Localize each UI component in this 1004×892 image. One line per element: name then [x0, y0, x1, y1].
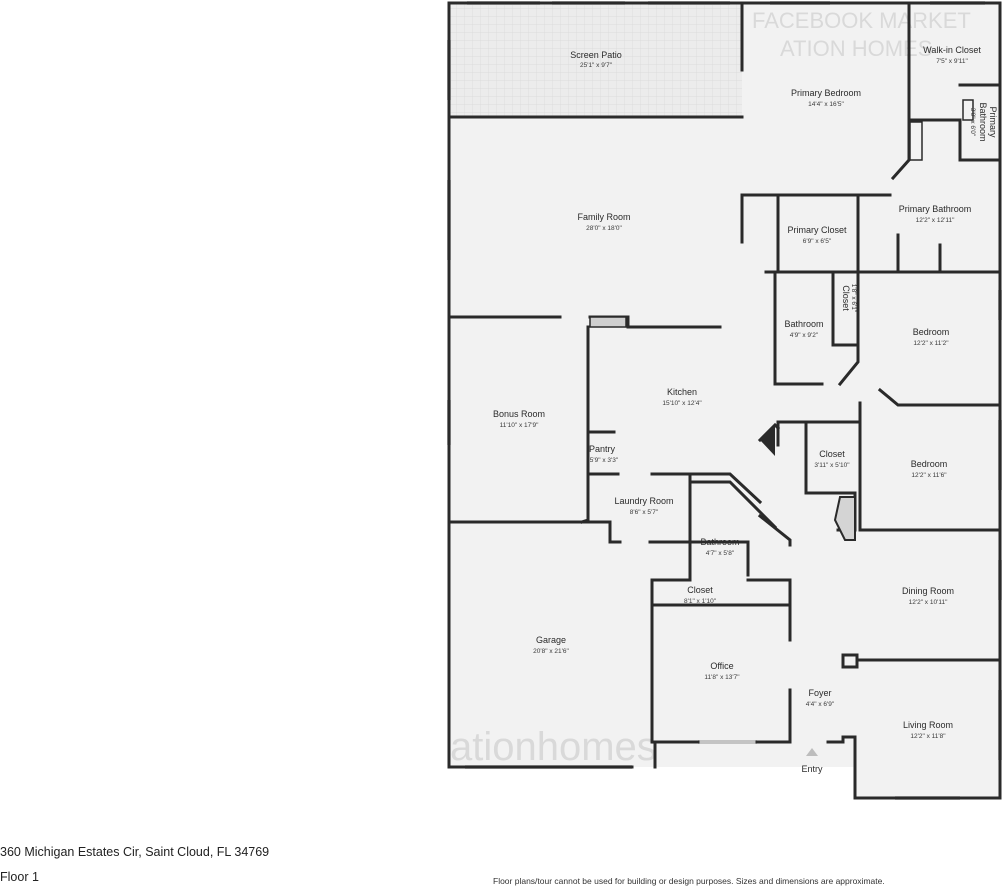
primary-bathroom-small-dim: 3'0" x 6'0": [969, 108, 976, 137]
address-text: 360 Michigan Estates Cir, Saint Cloud, F…: [0, 845, 270, 859]
kitchen-name: Kitchen: [667, 387, 697, 397]
closet-1-dim: 1'8" x 6'1": [850, 284, 857, 313]
bathroom-2-name: Bathroom: [700, 537, 739, 547]
bedroom-2-name: Bedroom: [911, 459, 948, 469]
screen-patio-area: [449, 3, 742, 117]
room-labels: Screen Patio 25'1" x 9'7" Primary Bedroo…: [493, 45, 998, 774]
fixtures: [589, 99, 974, 541]
closet-2-dim: 3'11" x 5'10": [814, 462, 850, 469]
kitchen-dim: 15'10" x 12'4": [662, 400, 702, 407]
primary-bedroom-dim: 14'4" x 16'5": [808, 101, 844, 108]
primary-bathroom-name: Primary Bathroom: [899, 204, 972, 214]
svg-text:ATION HOMES: ATION HOMES: [780, 36, 932, 61]
bathroom-1-name: Bathroom: [784, 319, 823, 329]
primary-closet-name: Primary Closet: [787, 225, 847, 235]
walk-in-closet-name: Walk-in Closet: [923, 45, 981, 55]
disclaimer-text: Floor plans/tour cannot be used for buil…: [493, 876, 885, 886]
laundry-room-dim: 8'6" x 5'7": [630, 509, 659, 516]
dining-room-name: Dining Room: [902, 586, 954, 596]
family-room-dim: 28'0" x 18'0": [586, 225, 622, 232]
svg-text:FACEBOOK MARKET: FACEBOOK MARKET: [752, 8, 971, 33]
entry-arrow-icon: [806, 748, 818, 756]
closet-2-name: Closet: [819, 449, 845, 459]
foyer-name: Foyer: [808, 688, 831, 698]
primary-bathroom-small-name-1: Primary: [988, 107, 998, 138]
dining-room-dim: 12'2" x 10'11": [909, 599, 948, 606]
bedroom-1-name: Bedroom: [913, 327, 950, 337]
pantry-name: Pantry: [589, 444, 616, 454]
closet-1-name: Closet: [841, 285, 851, 311]
office-dim: 11'8" x 13'7": [704, 674, 740, 681]
svg-text:ationhomes: ationhomes: [450, 725, 657, 769]
bonus-room-name: Bonus Room: [493, 409, 545, 419]
laundry-room-name: Laundry Room: [614, 496, 673, 506]
floor-fills: [449, 3, 1001, 798]
family-room-name: Family Room: [577, 212, 630, 222]
bonus-room-dim: 11'10" x 17'9": [500, 422, 539, 429]
garage-name: Garage: [536, 635, 566, 645]
closet-3-dim: 8'1" x 1'10": [684, 598, 717, 605]
primary-bathroom-dim: 12'2" x 12'11": [916, 217, 955, 224]
bedroom-2-dim: 12'2" x 11'6": [911, 472, 947, 479]
walk-in-closet-dim: 7'5" x 9'11": [936, 58, 968, 65]
pantry-dim: 5'9" x 3'3": [590, 457, 619, 464]
screen-patio-name: Screen Patio: [570, 50, 622, 60]
primary-bathroom-small-name-2: Bathroom: [978, 102, 988, 141]
walls: [447, 1, 1002, 800]
entry-label: Entry: [801, 764, 823, 774]
bathroom-1-dim: 4'9" x 9'2": [790, 332, 819, 339]
primary-bedroom-name: Primary Bedroom: [791, 88, 861, 98]
closet-3-name: Closet: [687, 585, 713, 595]
living-room-dim: 12'2" x 11'8": [910, 733, 946, 740]
living-room-name: Living Room: [903, 720, 953, 730]
bathroom-2-dim: 4'7" x 5'8": [706, 550, 735, 557]
screen-patio-dim: 25'1" x 9'7": [580, 62, 613, 69]
primary-closet-dim: 6'9" x 6'5": [803, 238, 832, 245]
office-name: Office: [710, 661, 733, 671]
watermark: FACEBOOK MARKET ATION HOMES ationhomes: [450, 8, 971, 769]
floor-label: Floor 1: [0, 870, 39, 884]
garage-dim: 20'8" x 21'6": [533, 648, 569, 655]
foyer-dim: 4'4" x 6'9": [806, 701, 835, 708]
bedroom-1-dim: 12'2" x 11'2": [913, 340, 949, 347]
